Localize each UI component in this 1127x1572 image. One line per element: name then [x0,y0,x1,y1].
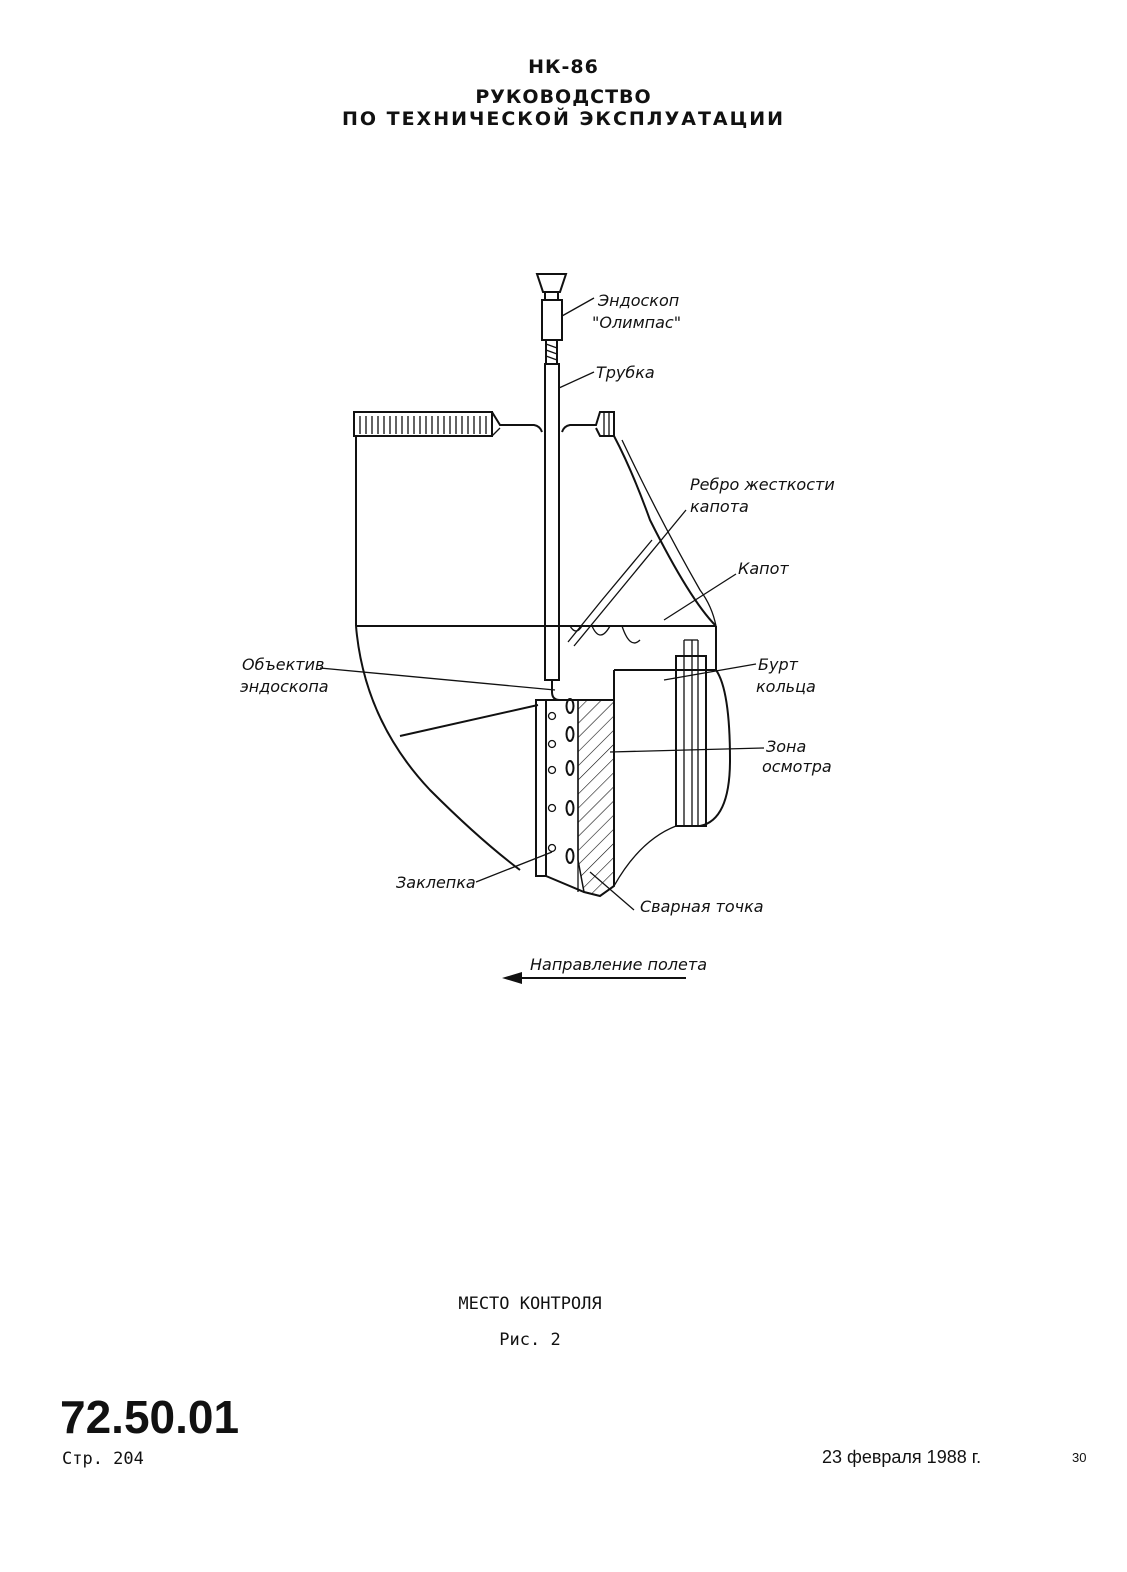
ring-collar [613,626,732,887]
section-number: 72.50.01 [60,1391,240,1443]
revision-date: 23 февраля 1988 г. [822,1447,982,1467]
rib-line [567,539,653,643]
label-lens-1: Объектив [242,655,324,674]
sheet-number: 30 [1072,1450,1087,1465]
tube [544,363,561,701]
rivet-hole [547,711,557,721]
rivet-column [547,711,557,853]
rivet-hole [547,803,557,813]
figure-number: Рис. 2 [499,1330,561,1350]
doc-title-line-1: НК-86 [528,56,599,78]
leader-lines [319,297,765,911]
page-number: Стр. 204 [62,1449,144,1469]
label-zone-1: Зона [766,737,806,756]
endoscope-body [535,273,568,365]
top-flange [353,411,615,437]
label-lens-2: эндоскопа [240,677,329,696]
label-rib-1: Ребро жесткости [690,475,835,494]
hood-outline [355,435,717,871]
label-rivet: Заклепка [396,873,476,892]
label-endoscope-2: "Олимпас" [592,313,681,332]
weld-column [565,698,575,864]
label-flight-direction: Направление полета [530,955,707,974]
label-zone-2: осмотра [762,757,832,776]
label-collar-2: кольца [756,677,816,696]
weld-point [565,726,575,742]
label-endoscope-1: Эндоскоп [597,291,679,310]
weld-point [565,698,575,714]
rivet-hole [547,739,557,749]
doc-title-line-2: РУКОВОДСТВО [475,86,652,108]
label-hood: Капот [738,559,789,578]
label-rib-2: капота [690,497,749,516]
weld-point [565,848,575,864]
weld-point [565,800,575,816]
weld-point [565,760,575,776]
figure-caption: МЕСТО КОНТРОЛЯ [458,1294,602,1314]
label-weld: Сварная точка [640,897,764,916]
rivet-hole [547,843,557,853]
rivet-hole [547,765,557,775]
label-tube: Трубка [596,363,655,382]
label-collar-1: Бурт [758,655,799,674]
inspection-zone [535,699,615,898]
flight-direction-arrow [502,972,686,984]
doc-title-line-3: ПО ТЕХНИЧЕСКОЙ ЭКСПЛУАТАЦИИ [341,108,786,130]
